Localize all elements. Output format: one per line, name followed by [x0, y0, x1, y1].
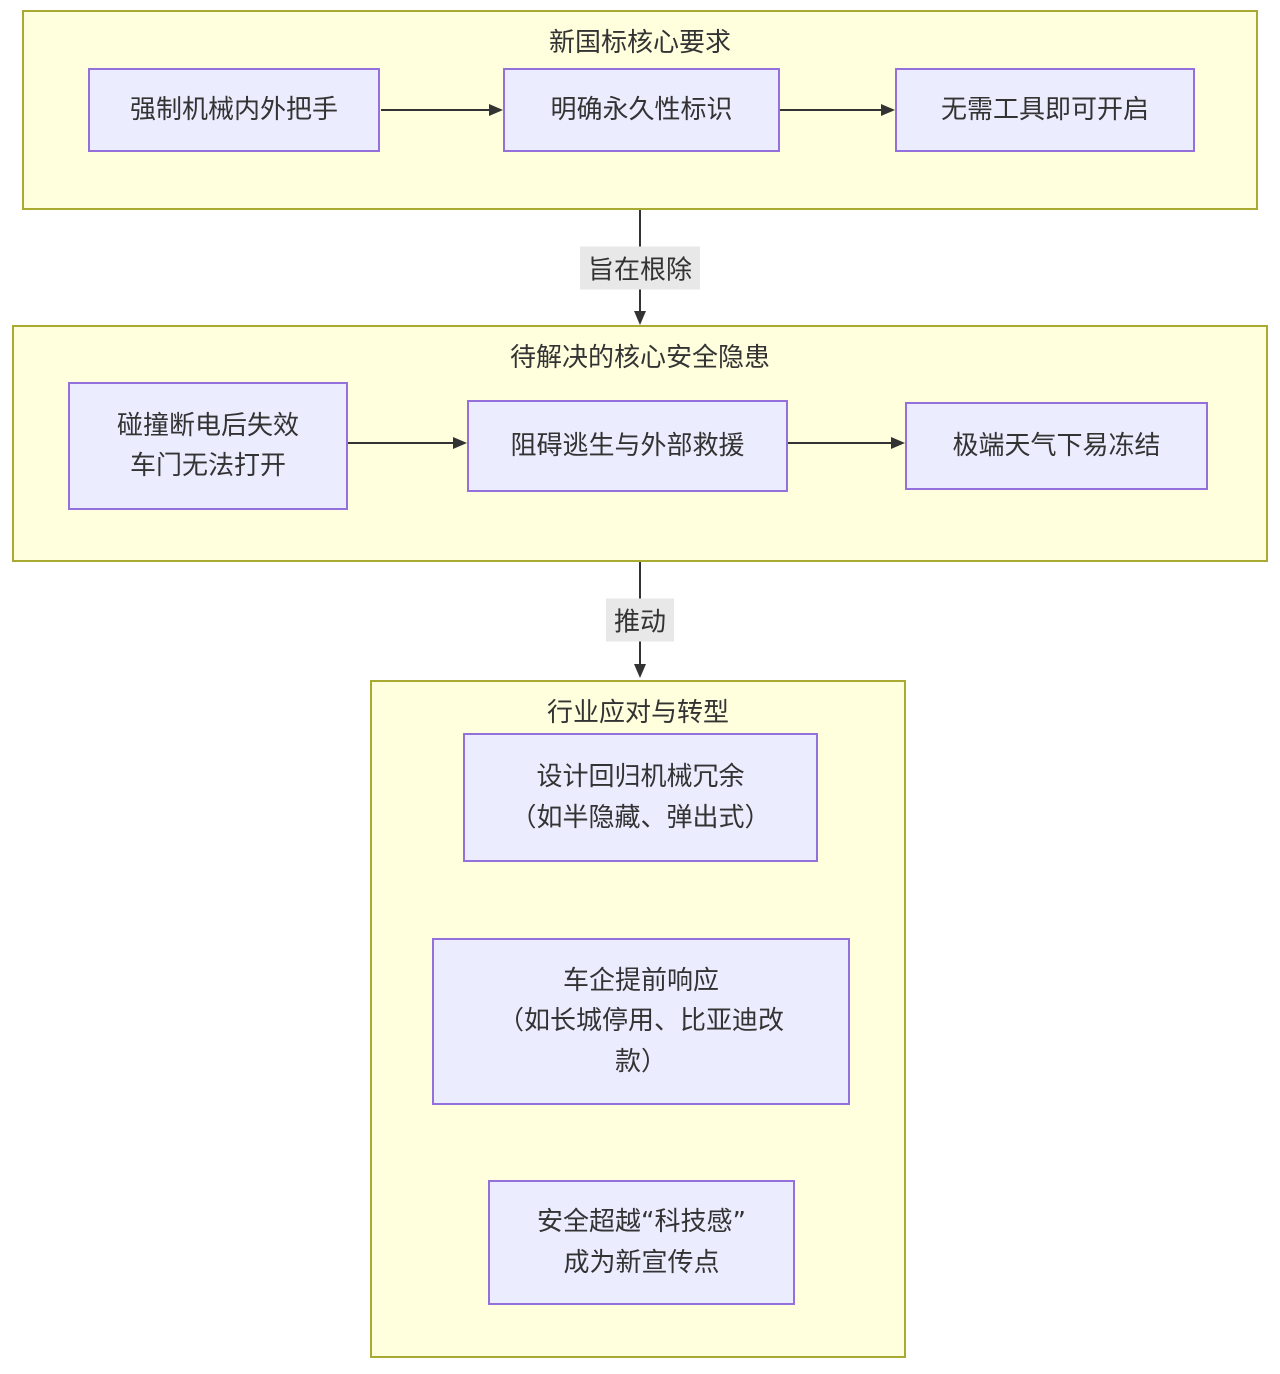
node-door-fails-after-power-loss: 碰撞断电后失效 车门无法打开 — [68, 382, 348, 510]
node-safety-over-tech-feel: 安全超越“科技感” 成为新宣传点 — [488, 1180, 795, 1305]
arrowhead-row1-b — [881, 104, 895, 116]
arrowhead-row2-a — [453, 437, 467, 449]
edge-label-aim-to-eradicate: 旨在根除 — [579, 246, 701, 290]
cluster-title-safety-hazards: 待解决的核心安全隐患 — [509, 343, 770, 373]
node-design-mechanical-redundancy: 设计回归机械冗余 （如半隐藏、弹出式） — [463, 733, 818, 862]
arrowhead-cluster1-to-cluster2 — [634, 311, 646, 325]
cluster-title-new-standard: 新国标核心要求 — [548, 28, 731, 58]
arrow-line-row1-b — [780, 109, 881, 111]
node-automakers-early-response: 车企提前响应 （如长城停用、比亚迪改 款） — [432, 938, 850, 1105]
cluster-title-industry-response: 行业应对与转型 — [546, 698, 729, 728]
node-hinders-escape-rescue: 阻碍逃生与外部救援 — [467, 400, 788, 492]
arrow-line-row2-b — [788, 442, 891, 444]
edge-label-drive: 推动 — [605, 598, 675, 642]
node-permanent-marking: 明确永久性标识 — [503, 68, 780, 152]
arrowhead-cluster2-to-cluster3 — [634, 664, 646, 678]
node-open-without-tools: 无需工具即可开启 — [895, 68, 1195, 152]
node-mandatory-mechanical-handles: 强制机械内外把手 — [88, 68, 380, 152]
arrowhead-row2-b — [891, 437, 905, 449]
arrow-line-row2-a — [348, 442, 453, 444]
arrowhead-row1-a — [489, 104, 503, 116]
arrow-line-row1-a — [381, 109, 489, 111]
node-freezes-in-extreme-weather: 极端天气下易冻结 — [905, 402, 1208, 490]
